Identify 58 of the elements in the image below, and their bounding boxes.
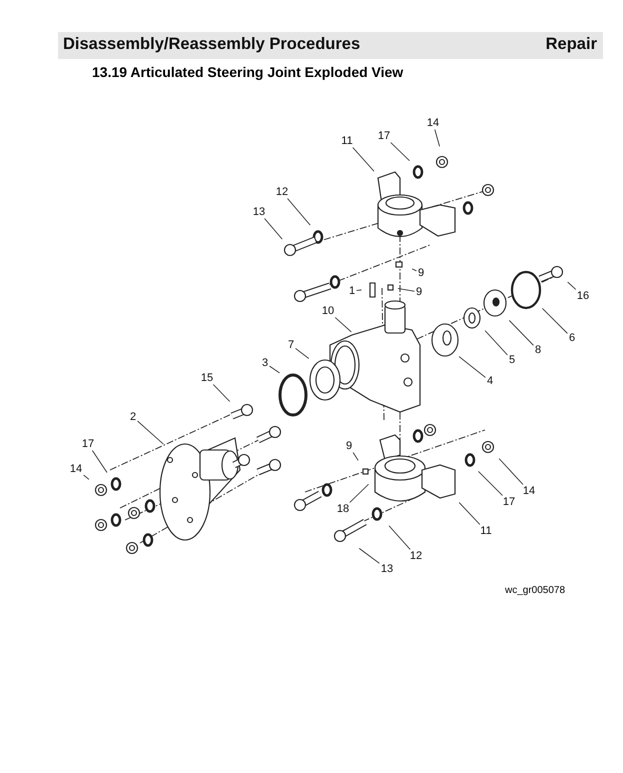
callout-number: 13	[252, 206, 266, 218]
callout-number: 11	[341, 135, 353, 147]
leader-line	[83, 474, 90, 480]
leader-line	[356, 290, 362, 291]
leader-line	[295, 348, 310, 359]
manual-header: Repair	[546, 35, 597, 54]
callout-number: 9	[418, 267, 424, 279]
leader-line	[269, 366, 280, 374]
callout-number: 7	[288, 339, 294, 351]
leader-line	[92, 450, 108, 473]
callout-number: 2	[130, 411, 136, 423]
leader-line	[352, 452, 359, 461]
leader-line	[264, 218, 283, 240]
callout-number: 15	[200, 372, 214, 384]
leader-line	[212, 384, 230, 402]
callout-number: 17	[378, 130, 390, 142]
callout-number: 14	[522, 485, 536, 497]
leader-line	[412, 268, 417, 272]
leader-line	[458, 502, 480, 525]
callout-number: 18	[336, 503, 350, 515]
callout-number: 11	[480, 525, 492, 537]
leader-line	[388, 525, 411, 550]
leader-line	[334, 317, 352, 332]
leader-line	[137, 420, 164, 444]
callout-number: 4	[486, 375, 494, 387]
leader-line	[498, 458, 524, 485]
section-header: Disassembly/Reassembly Procedures	[63, 35, 360, 54]
callout-number: 12	[410, 550, 422, 562]
leader-line	[352, 147, 374, 172]
leader-line	[484, 330, 508, 356]
callout-number: 12	[276, 186, 288, 198]
callout-number: 14	[426, 117, 440, 129]
callout-number: 9	[416, 286, 422, 298]
callout-number: 17	[82, 438, 94, 450]
callout-number: 10	[322, 305, 334, 317]
callout-number: 5	[508, 354, 516, 366]
callout-number: 14	[70, 463, 82, 475]
callout-number: 1	[348, 285, 356, 297]
leader-line	[434, 129, 440, 147]
leader-line	[390, 142, 410, 162]
callout-number: 16	[576, 290, 590, 302]
leader-line	[287, 198, 311, 226]
leader-line	[458, 356, 486, 378]
callout-number: 8	[534, 344, 542, 356]
leader-line	[358, 548, 380, 564]
callout-number: 3	[262, 357, 268, 369]
leader-line	[567, 282, 576, 290]
leader-line	[349, 484, 369, 503]
callout-number: 9	[346, 440, 352, 452]
leader-line	[478, 470, 503, 496]
callout-number: 17	[502, 496, 516, 508]
leader-line	[398, 288, 415, 292]
callout-number: 13	[380, 563, 394, 575]
leader-line	[508, 320, 534, 346]
callout-number: 6	[568, 332, 576, 344]
figure-title: 13.19 Articulated Steering Joint Exploded View	[92, 64, 404, 80]
leader-line	[542, 308, 568, 334]
figure-code: wc_gr005078	[505, 585, 566, 596]
